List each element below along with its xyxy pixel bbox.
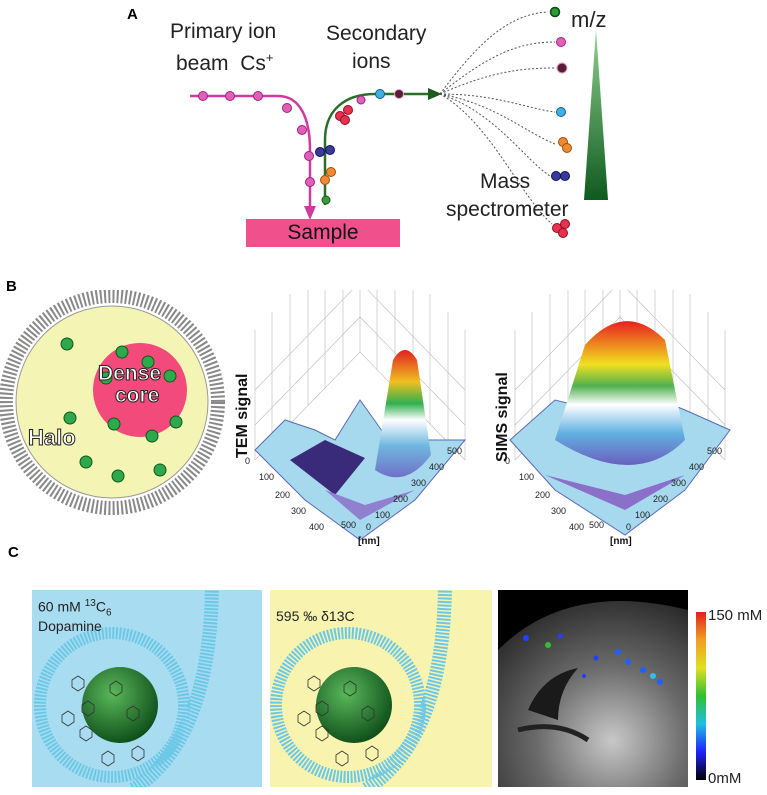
separated-ion <box>549 6 561 18</box>
sample-block: Sample <box>246 219 400 247</box>
tem-tick: 500 <box>447 446 462 456</box>
colorbar-max-label: 150 mM <box>708 607 763 624</box>
isotope-ratio-box: 595 ‰ δ13C <box>270 590 492 787</box>
sims-surface-plot: 0 100 200 300 400 500 0 100 200 300 400 … <box>494 290 731 547</box>
tem-tick: 400 <box>429 462 444 472</box>
primary-beam-path <box>190 94 312 210</box>
vesicle-diagram <box>0 290 225 515</box>
sims-tick: 0 <box>626 522 631 532</box>
sims-tick: 300 <box>671 478 686 488</box>
primary-ion <box>282 103 292 113</box>
tem-peak <box>375 350 431 478</box>
separated-ion <box>556 37 566 47</box>
tem-tick: 0 <box>366 522 371 532</box>
tem-tick: 100 <box>259 472 274 482</box>
dense-core-ball <box>82 667 158 743</box>
concentration-colorbar <box>696 612 706 780</box>
vesicle-membrane <box>34 627 190 783</box>
sims-peak <box>555 321 685 465</box>
separated-ion <box>556 107 566 117</box>
sims-axis-title: SIMS signal <box>494 372 511 462</box>
sims-tick: 200 <box>535 490 550 500</box>
primary-beam-label-1: Primary ion <box>170 20 277 43</box>
vesicle-particles <box>60 337 183 483</box>
primary-ion <box>304 151 314 161</box>
isotope-ratio-label: 595 ‰ δ13C <box>276 608 355 624</box>
separated-ion <box>556 62 568 74</box>
bilayer-membrane <box>0 290 225 515</box>
ion-beam-schematic <box>190 6 608 238</box>
tem-tick: 500 <box>341 520 356 530</box>
secondary-ion <box>321 195 331 205</box>
dopamine-molecules <box>297 675 379 767</box>
secondary-arrowhead <box>428 88 442 100</box>
primary-ion <box>305 177 315 187</box>
sims-tick: 500 <box>589 520 604 530</box>
primary-ion <box>253 91 263 101</box>
tem-unit: [nm] <box>358 536 380 547</box>
colorbar-min-label: 0mM <box>708 770 742 787</box>
nanosims-image <box>498 590 688 787</box>
dopamine-vesicle-box: 60 mM 13C6 Dopamine <box>32 590 262 787</box>
panel-letter-c: C <box>8 544 19 561</box>
tem-tick: 300 <box>291 506 306 516</box>
primary-ion <box>225 91 235 101</box>
tem-tick: 100 <box>375 510 390 520</box>
dense-core-label-1: Dense <box>97 362 162 386</box>
primary-beam-arrowhead <box>304 206 316 220</box>
sims-unit: [nm] <box>610 536 632 547</box>
tem-surface-dip <box>290 440 365 495</box>
vesicle-membrane <box>270 627 426 783</box>
dopamine-label: Dopamine <box>38 618 102 634</box>
sims-tick: 200 <box>653 494 668 504</box>
tem-surface-plot: 0 100 200 300 400 500 0 100 200 300 400 … <box>234 290 467 547</box>
dense-core-ball <box>316 667 392 743</box>
vesicle-hotspots <box>523 633 663 685</box>
primary-ion <box>297 125 307 135</box>
concentration-label: 60 mM 13C6 <box>38 598 112 619</box>
secondary-ion-path <box>323 92 432 205</box>
mass-spec-label-1: Mass <box>480 170 531 193</box>
sims-tick: 100 <box>635 510 650 520</box>
panel-letter-b: B <box>6 278 17 295</box>
dense-core-label-2: core <box>114 384 160 408</box>
mass-spec-label-2: spectrometer <box>446 198 569 221</box>
sims-tick: 100 <box>519 472 534 482</box>
separated-ion <box>551 171 561 181</box>
nucleus-dark <box>528 668 578 720</box>
sims-tick: 400 <box>569 522 584 532</box>
mass-fan-lines <box>439 11 556 225</box>
dopamine-molecules <box>61 675 145 767</box>
secondary-ions-label-2: ions <box>352 50 391 73</box>
tem-tick: 300 <box>411 478 426 488</box>
tem-tick: 400 <box>309 522 324 532</box>
sims-tick: 300 <box>551 506 566 516</box>
primary-beam-label-2: beam Cs+ <box>176 50 274 75</box>
halo-label: Halo <box>28 425 77 451</box>
tem-tick: 200 <box>275 490 290 500</box>
primary-ion <box>198 91 208 101</box>
tem-tick: 0 <box>245 456 250 466</box>
sims-tick: 400 <box>689 462 704 472</box>
tem-tick: 200 <box>393 494 408 504</box>
sims-tick: 500 <box>707 446 722 456</box>
dense-core <box>93 343 187 437</box>
panel-letter-a: A <box>127 6 138 23</box>
mz-wedge <box>584 30 608 200</box>
cell-tissue <box>498 601 688 787</box>
sims-tick: 0 <box>505 456 510 466</box>
outer-membrane <box>128 590 219 787</box>
tem-axis-title: TEM signal <box>234 374 251 458</box>
secondary-ions-label-1: Secondary <box>326 22 427 45</box>
mz-label: m/z <box>571 7 607 32</box>
